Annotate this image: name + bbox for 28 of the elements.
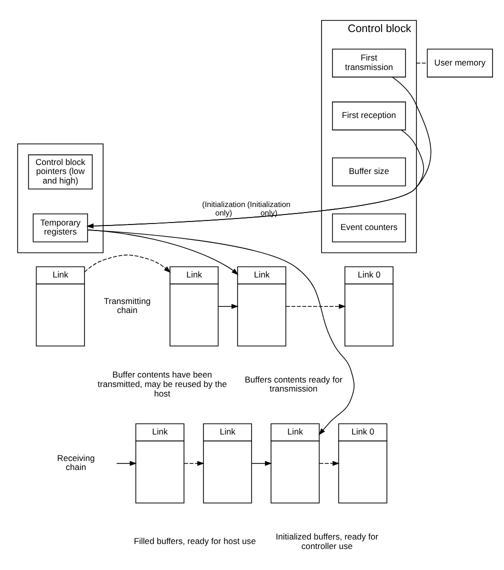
arrow <box>319 460 340 466</box>
cluster <box>17 144 104 254</box>
arrow <box>86 130 424 228</box>
node-box: Control block pointers (low and high) <box>28 154 93 190</box>
label: Filled buffers, ready for host use <box>134 536 256 546</box>
label: Buffers contents ready for transmission <box>244 374 342 394</box>
node-box: First reception <box>332 102 406 130</box>
label: Buffer contents have been transmitted, may be reused by the host <box>98 370 227 398</box>
node-box: First transmission <box>332 48 406 78</box>
node-box: Buffer size <box>332 158 406 186</box>
label: Initialized buffers, ready for controller use <box>276 531 378 551</box>
edge-label: (Initialization only) <box>247 200 290 218</box>
arrow <box>184 460 204 466</box>
label: Transmitting chain <box>104 296 151 316</box>
connector <box>416 62 428 64</box>
label: Receiving chain <box>57 452 95 472</box>
arrow <box>86 76 432 228</box>
node-box: Temporary registers <box>32 213 88 242</box>
arrow <box>286 304 346 309</box>
arrow <box>251 460 272 466</box>
node-box: Event counters <box>332 213 406 242</box>
arrow <box>87 229 238 276</box>
arrow <box>84 254 171 273</box>
edge-label: (Initialization only) <box>202 200 246 218</box>
arrow <box>218 304 239 309</box>
node-box: User memory <box>426 48 493 78</box>
arrow <box>87 230 354 436</box>
arrow <box>116 460 137 466</box>
